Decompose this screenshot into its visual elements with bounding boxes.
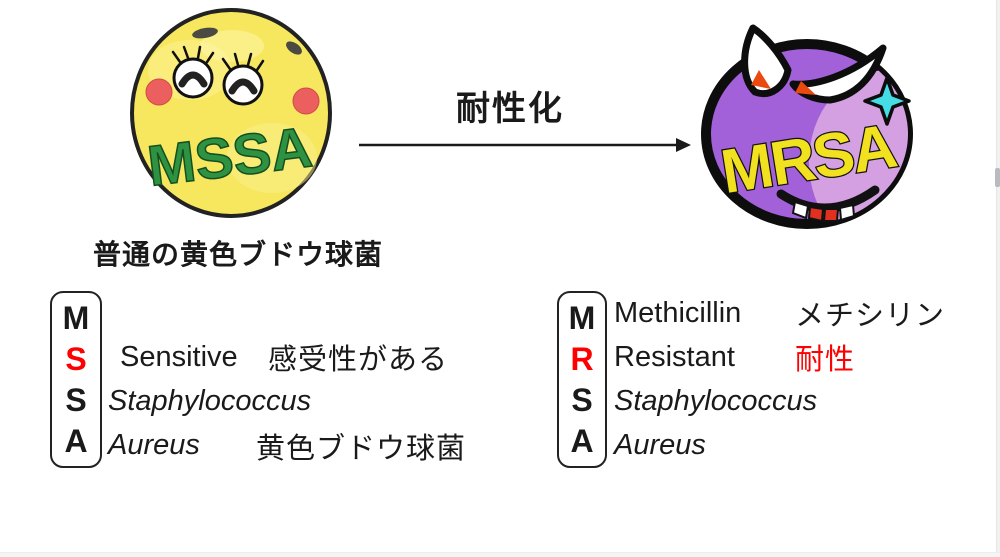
mrsa-right-pupil: [795, 81, 816, 95]
mssa-right-eye-smile: [228, 78, 258, 95]
definition-en: Resistant: [614, 340, 735, 373]
mssa-bacteria-illustration: MSSA: [130, 8, 335, 223]
arrow-label: 耐性化: [456, 90, 564, 128]
scrollbar-thumb[interactable]: [995, 168, 1000, 187]
mrsa-definition-rows: Methicillin メチシリン Resistant 耐性 Staphyloc…: [614, 291, 984, 468]
definition-en: Aureus: [614, 429, 706, 462]
mssa-left-eye-smile: [178, 71, 208, 88]
definition-row-methicillin: Methicillin メチシリン: [614, 291, 984, 335]
mssa-right-cheek: [292, 87, 320, 115]
definition-row-sensitive: Sensitive 感受性がある: [108, 335, 508, 379]
acronym-letter-m: M: [62, 299, 90, 336]
acronym-letter-a: A: [570, 423, 594, 460]
definition-ja: メチシリン: [795, 300, 946, 333]
acronym-letter-s2: S: [65, 382, 87, 419]
definition-en: Staphylococcus: [108, 385, 312, 418]
bottom-edge-divider: [0, 552, 1000, 557]
mssa-letter-box: M S S A: [50, 291, 102, 468]
acronym-letter-s: S: [571, 382, 593, 419]
mssa-texture-patch: [200, 30, 264, 62]
mrsa-letter-box: M R S A: [557, 291, 607, 468]
mssa-texture-patch: [227, 123, 317, 193]
definition-row-aureus: Aureus 黄色ブドウ球菌: [108, 424, 508, 468]
definition-row-m: [108, 291, 508, 335]
definition-ja: 黄色ブドウ球菌: [256, 432, 467, 465]
mssa-caption: 普通の黄色ブドウ球菌: [93, 239, 384, 270]
mrsa-bacteria-illustration: MRSA: [695, 22, 919, 234]
mrsa-left-pupil: [751, 70, 771, 89]
definition-row-staphylococcus: Staphylococcus: [614, 380, 984, 424]
mssa-top-spot: [192, 27, 218, 39]
mssa-top-spot: [286, 41, 302, 55]
definition-row-staphylococcus: Staphylococcus: [108, 380, 508, 424]
acronym-letter-s1: S: [65, 340, 87, 377]
mssa-definition-rows: Sensitive 感受性がある Staphylococcus Aureus 黄…: [108, 291, 508, 468]
mrsa-mouth: [776, 185, 880, 213]
scrollbar-track[interactable]: [995, 0, 1000, 557]
mrsa-right-eye: [789, 44, 887, 104]
arrow-head: [676, 138, 691, 152]
mrsa-teeth: [791, 200, 856, 223]
mrsa-illustration-svg: MRSA: [701, 24, 913, 229]
acronym-letter-m: M: [568, 299, 596, 336]
transition-arrow: [359, 138, 691, 152]
definition-en: Methicillin: [614, 296, 742, 329]
definition-en: Aureus: [108, 429, 200, 462]
definition-en: Staphylococcus: [614, 385, 818, 418]
mssa-illustration-svg: MSSA: [130, 8, 332, 218]
definition-row-aureus: Aureus: [614, 424, 984, 468]
mssa-left-cheek: [145, 78, 173, 106]
acronym-letter-a: A: [64, 423, 88, 460]
definition-ja: 感受性がある: [268, 344, 449, 377]
definition-en: Sensitive: [120, 340, 238, 373]
mrsa-sparkle-icon: [863, 76, 911, 126]
acronym-letter-r: R: [570, 340, 594, 377]
definition-row-resistant: Resistant 耐性: [614, 335, 984, 379]
mssa-eyelashes: [171, 45, 265, 72]
definition-ja: 耐性: [795, 344, 856, 377]
